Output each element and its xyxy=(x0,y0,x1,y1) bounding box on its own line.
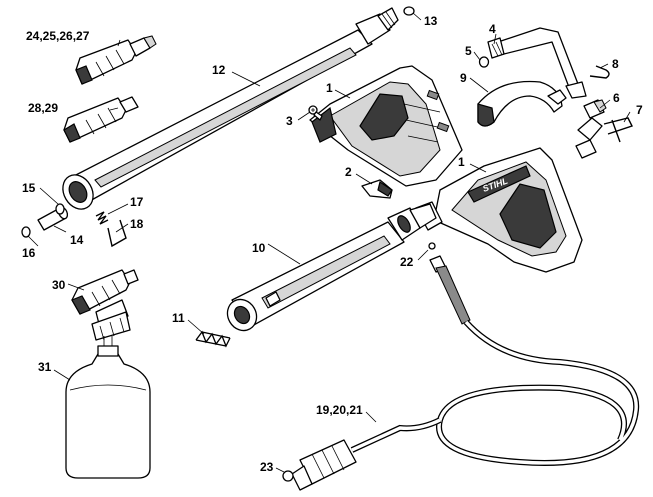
o-ring-5[interactable] xyxy=(478,56,490,68)
o-ring-16[interactable] xyxy=(21,226,31,238)
screw-3[interactable] xyxy=(308,105,323,121)
o-ring-13[interactable] xyxy=(403,6,415,16)
callout-19-21: 19,20,21 xyxy=(316,403,363,417)
callout-2: 2 xyxy=(345,165,352,179)
clip-7[interactable] xyxy=(603,117,633,143)
callout-31: 31 xyxy=(38,360,52,374)
callout-10: 10 xyxy=(252,241,266,255)
callout-14: 14 xyxy=(70,233,84,247)
callout-8: 8 xyxy=(612,57,619,71)
lance-tube-10[interactable] xyxy=(222,203,437,336)
callout-28-29: 28,29 xyxy=(28,101,58,115)
o-ring-22[interactable] xyxy=(428,242,436,250)
cover-9[interactable] xyxy=(477,80,567,127)
nozzle-28-29[interactable] xyxy=(63,96,139,143)
elbow-pipe-4[interactable] xyxy=(487,27,587,99)
clip-8[interactable] xyxy=(589,65,610,79)
trigger-2[interactable] xyxy=(361,179,393,199)
callout-12: 12 xyxy=(212,63,226,77)
callout-23: 23 xyxy=(260,460,274,474)
bottle-31[interactable] xyxy=(65,336,151,479)
o-ring-15[interactable] xyxy=(55,203,65,215)
callouts: 13 24,25,26,27 4 5 8 9 12 1 28,29 6 7 3 … xyxy=(22,14,643,474)
callout-4: 4 xyxy=(489,22,496,36)
callout-16: 16 xyxy=(22,246,36,260)
nozzle-24-27[interactable] xyxy=(75,35,157,85)
callout-9: 9 xyxy=(460,71,467,85)
fitting-6[interactable] xyxy=(575,99,607,159)
callout-1-lower: 1 xyxy=(458,155,465,169)
callout-11: 11 xyxy=(172,311,185,325)
callout-22: 22 xyxy=(400,255,414,269)
callout-18: 18 xyxy=(130,217,144,231)
hose-19-21[interactable] xyxy=(291,255,640,491)
callout-13: 13 xyxy=(424,14,438,28)
callout-6: 6 xyxy=(613,91,620,105)
callout-7: 7 xyxy=(636,103,643,117)
callout-3: 3 xyxy=(286,114,293,128)
callout-15: 15 xyxy=(22,181,36,195)
spring-17[interactable] xyxy=(95,211,109,225)
foam-nozzle-30[interactable] xyxy=(71,269,139,341)
gun-housing-1[interactable]: STIHL xyxy=(415,147,583,273)
leader-lines xyxy=(27,12,631,473)
o-ring-23[interactable] xyxy=(282,470,294,482)
callout-5: 5 xyxy=(465,44,472,58)
spring-11[interactable] xyxy=(195,330,231,348)
gun-housing-half-1[interactable] xyxy=(309,65,463,187)
callout-1-upper: 1 xyxy=(326,81,333,95)
callout-17: 17 xyxy=(130,195,144,209)
callout-30: 30 xyxy=(52,278,66,292)
clip-18[interactable] xyxy=(107,219,127,248)
spray-lance-12[interactable] xyxy=(57,7,399,215)
callout-24-27: 24,25,26,27 xyxy=(26,29,90,43)
